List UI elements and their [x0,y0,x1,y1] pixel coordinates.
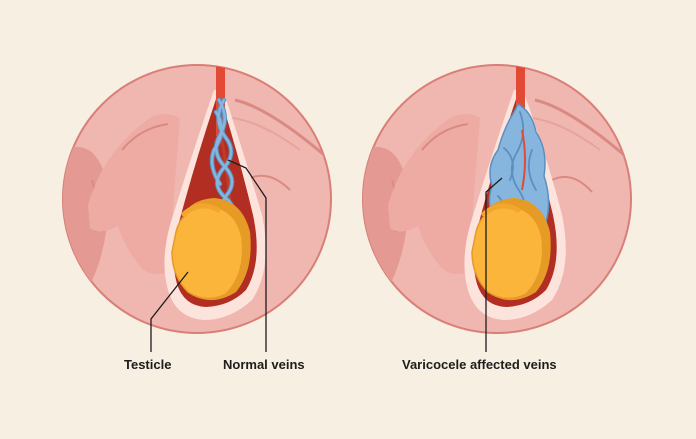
testicle-shape-varicocele [471,205,544,300]
testicle-shape [171,205,244,300]
varicocele-veins-leader-line [485,177,503,352]
varicocele-scrotum-panel [362,64,632,352]
normal-veins-leader-line [227,159,267,352]
testicle-label: Testicle [124,357,172,372]
testicle-leader-line [150,271,189,352]
normal-veins-label: Normal veins [223,357,305,372]
varicocele-veins-label: Varicocele affected veins [402,357,557,372]
normal-scrotum-panel [62,64,332,352]
